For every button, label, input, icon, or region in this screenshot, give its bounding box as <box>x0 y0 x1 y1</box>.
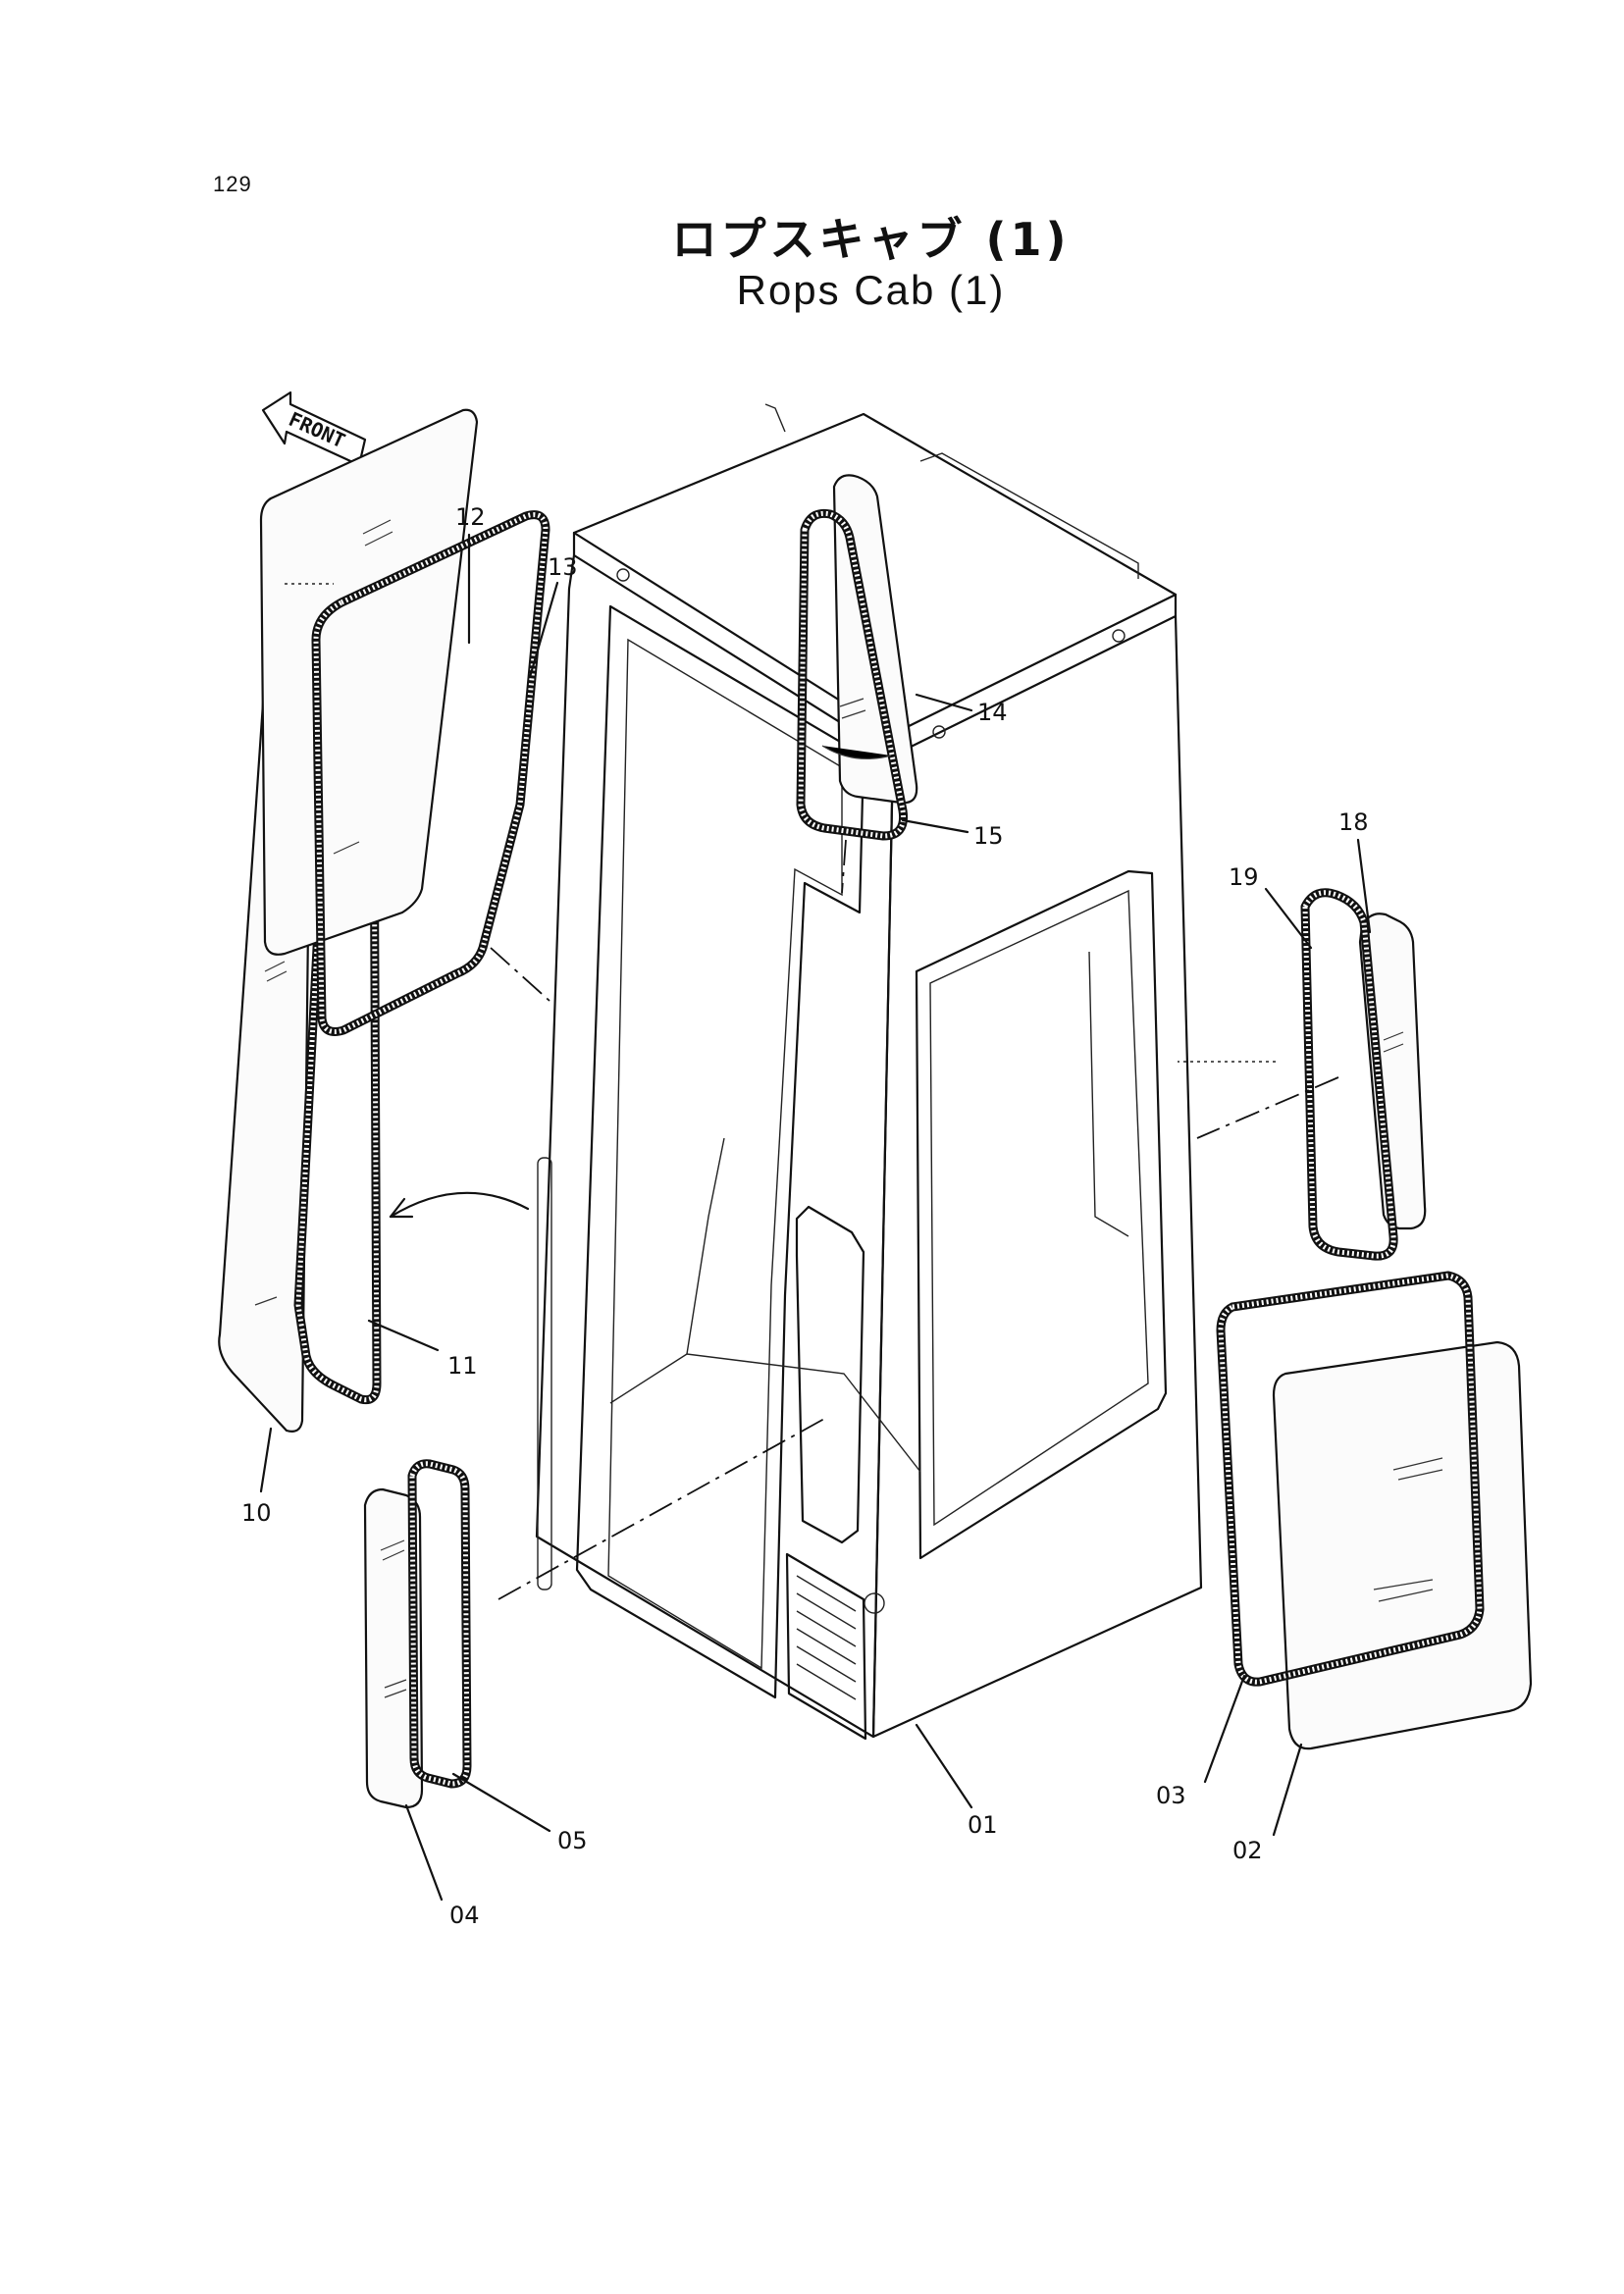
front-arrow-icon: FRONT <box>261 391 367 467</box>
glass-part-12 <box>259 408 479 956</box>
page-title-japanese: ロプスキャブ (1) <box>671 213 1071 266</box>
label-part-02: 02 <box>1232 1837 1263 1864</box>
page-title-english: Rops Cab (1) <box>736 267 1006 313</box>
leader-lines <box>259 533 1372 1902</box>
label-part-01: 01 <box>968 1811 998 1839</box>
assembly-center-lines <box>285 583 1339 1600</box>
label-part-03: 03 <box>1156 1782 1186 1809</box>
label-part-15: 15 <box>973 822 1004 850</box>
label-part-19: 19 <box>1229 863 1259 891</box>
curved-arrow-icon <box>389 1191 530 1219</box>
label-part-11: 11 <box>447 1352 478 1380</box>
label-part-05: 05 <box>557 1827 588 1854</box>
gasket-part-03 <box>1216 1271 1485 1687</box>
label-part-13: 13 <box>548 553 578 581</box>
label-part-12: 12 <box>455 503 486 531</box>
label-part-14: 14 <box>977 699 1008 726</box>
gasket-part-15 <box>796 508 909 841</box>
page-number: 129 <box>213 172 252 196</box>
label-part-04: 04 <box>449 1902 480 1929</box>
gasket-part-05 <box>407 1459 472 1789</box>
part-number-labels: 12 13 14 15 18 19 11 10 05 04 01 03 02 <box>241 503 1369 1929</box>
gasket-part-19 <box>1300 888 1398 1261</box>
glass-part-04 <box>363 1487 424 1809</box>
glass-part-02 <box>1272 1340 1533 1750</box>
gasket-part-13 <box>311 510 550 1036</box>
label-part-18: 18 <box>1338 808 1369 836</box>
label-part-10: 10 <box>241 1499 272 1527</box>
